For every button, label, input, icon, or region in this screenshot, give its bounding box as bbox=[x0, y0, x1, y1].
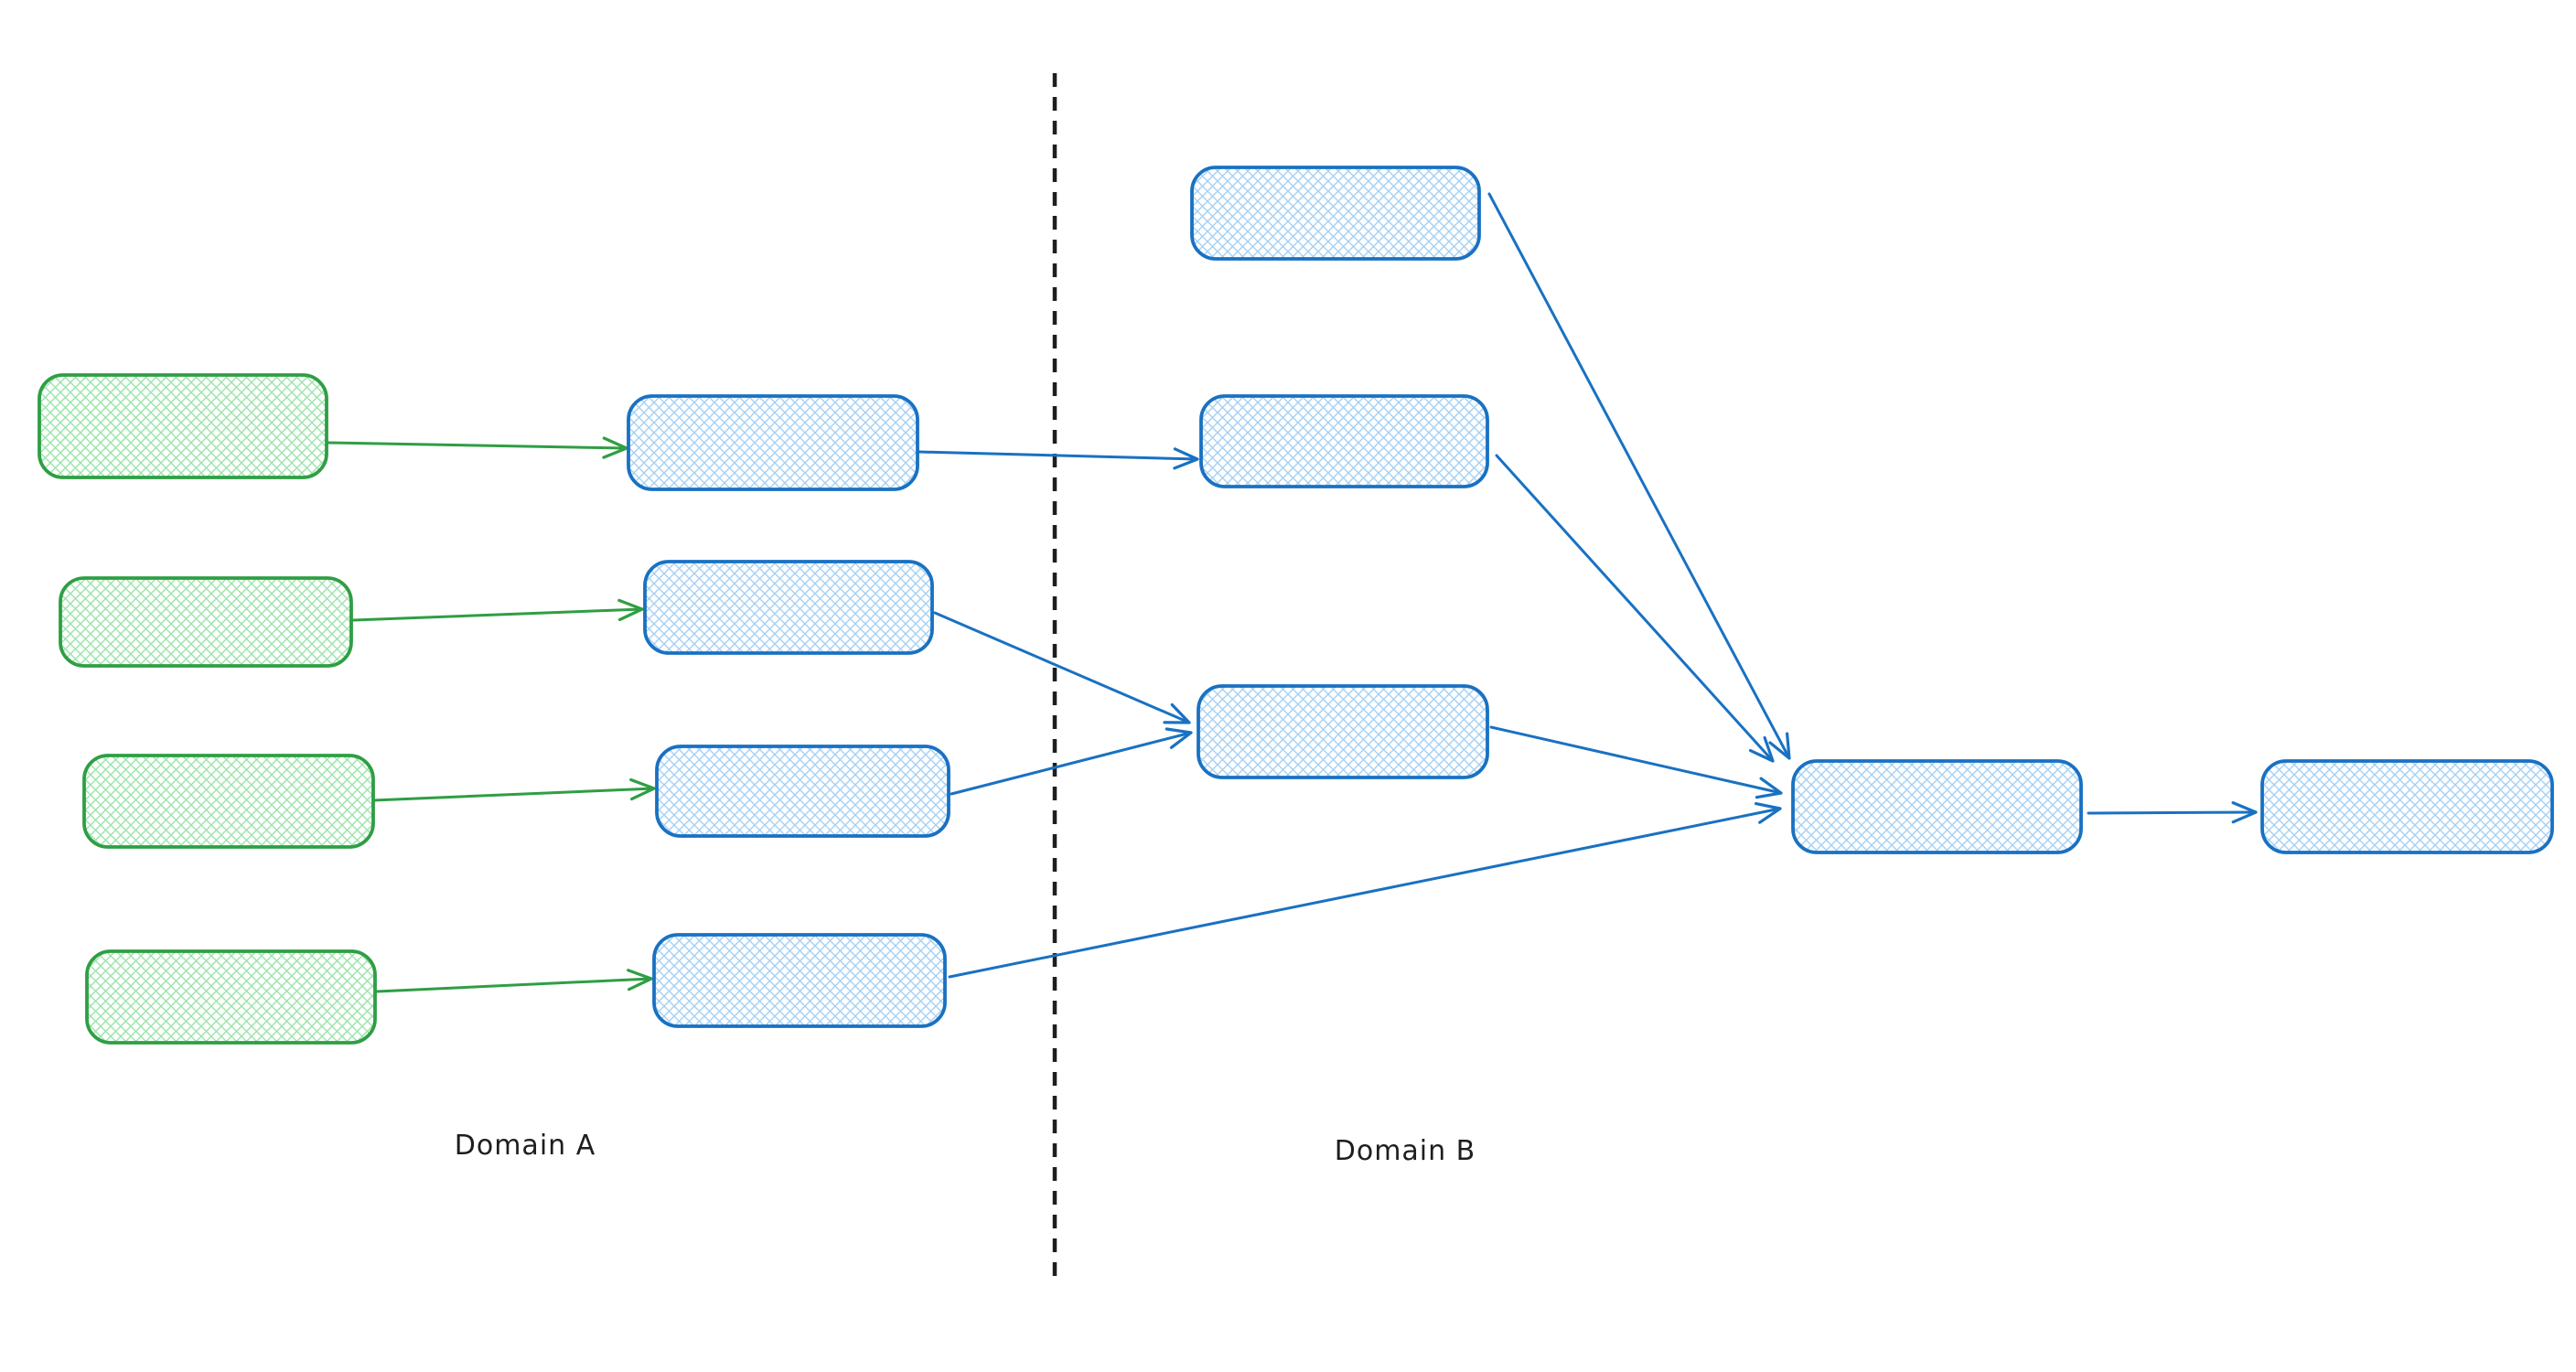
node-a-source-4[interactable] bbox=[85, 949, 377, 1045]
node-a-source-3[interactable] bbox=[82, 754, 375, 849]
arrowhead-icon bbox=[602, 436, 628, 459]
arrowhead-icon bbox=[1768, 732, 1791, 760]
arrowhead-icon bbox=[1754, 801, 1782, 824]
edge-asource3-aprocess3[interactable] bbox=[371, 777, 656, 802]
node-a-source-1[interactable] bbox=[38, 373, 328, 479]
node-b-box-1[interactable] bbox=[1190, 166, 1481, 261]
domain-a-label[interactable]: Domain A bbox=[455, 1130, 596, 1162]
node-rect-b-aggregate[interactable] bbox=[1791, 759, 2083, 854]
arrowhead-icon bbox=[1163, 702, 1191, 724]
node-rect-a-source-1[interactable] bbox=[38, 373, 328, 479]
node-a-process-3[interactable] bbox=[655, 745, 950, 838]
arrowhead-icon bbox=[1165, 727, 1193, 749]
node-a-process-1[interactable] bbox=[627, 394, 919, 491]
domain-b-label[interactable]: Domain B bbox=[1335, 1135, 1476, 1167]
node-b-output[interactable] bbox=[2260, 759, 2554, 854]
node-rect-b-box-1[interactable] bbox=[1190, 166, 1481, 261]
arrowhead-icon bbox=[1173, 447, 1199, 470]
edge-aprocess3-bbox3[interactable] bbox=[950, 727, 1193, 796]
node-rect-a-process-1[interactable] bbox=[627, 394, 919, 491]
node-rect-a-process-3[interactable] bbox=[655, 745, 950, 838]
node-rect-b-output[interactable] bbox=[2260, 759, 2554, 854]
edge-asource1-aprocess1[interactable] bbox=[327, 436, 628, 459]
node-rect-a-process-4[interactable] bbox=[652, 933, 947, 1028]
node-rect-a-process-2[interactable] bbox=[643, 560, 934, 655]
edge-bbox1-baggregate[interactable] bbox=[1487, 192, 1791, 760]
node-a-process-2[interactable] bbox=[643, 560, 934, 655]
edge-bbox3-baggregate[interactable] bbox=[1489, 725, 1783, 799]
edge-asource4-aprocess4[interactable] bbox=[375, 969, 653, 993]
node-rect-a-source-3[interactable] bbox=[82, 754, 375, 849]
edge-aprocess4-baggregate[interactable] bbox=[948, 801, 1782, 979]
node-b-aggregate[interactable] bbox=[1791, 759, 2083, 854]
edge-asource2-aprocess2[interactable] bbox=[351, 598, 644, 622]
edge-aprocess1-bbox2[interactable] bbox=[918, 447, 1199, 470]
arrowhead-icon bbox=[629, 777, 656, 801]
edge-aprocess2-bbox3[interactable] bbox=[933, 611, 1191, 724]
node-a-process-4[interactable] bbox=[652, 933, 947, 1028]
arrowhead-icon bbox=[1755, 777, 1783, 799]
arrowhead-icon bbox=[627, 969, 653, 991]
node-rect-a-source-4[interactable] bbox=[85, 949, 377, 1045]
node-b-box-3[interactable] bbox=[1197, 684, 1489, 779]
node-rect-b-box-3[interactable] bbox=[1197, 684, 1489, 779]
arrowhead-icon bbox=[2231, 800, 2258, 824]
arrowhead-icon bbox=[617, 598, 644, 622]
arrowhead-icon bbox=[1748, 735, 1775, 763]
node-a-source-2[interactable] bbox=[59, 576, 353, 668]
node-rect-b-box-2[interactable] bbox=[1199, 394, 1489, 488]
node-b-box-2[interactable] bbox=[1199, 394, 1489, 488]
node-rect-a-source-2[interactable] bbox=[59, 576, 353, 668]
edge-baggregate-boutput[interactable] bbox=[2087, 800, 2258, 824]
edge-bbox2-baggregate[interactable] bbox=[1495, 454, 1775, 763]
